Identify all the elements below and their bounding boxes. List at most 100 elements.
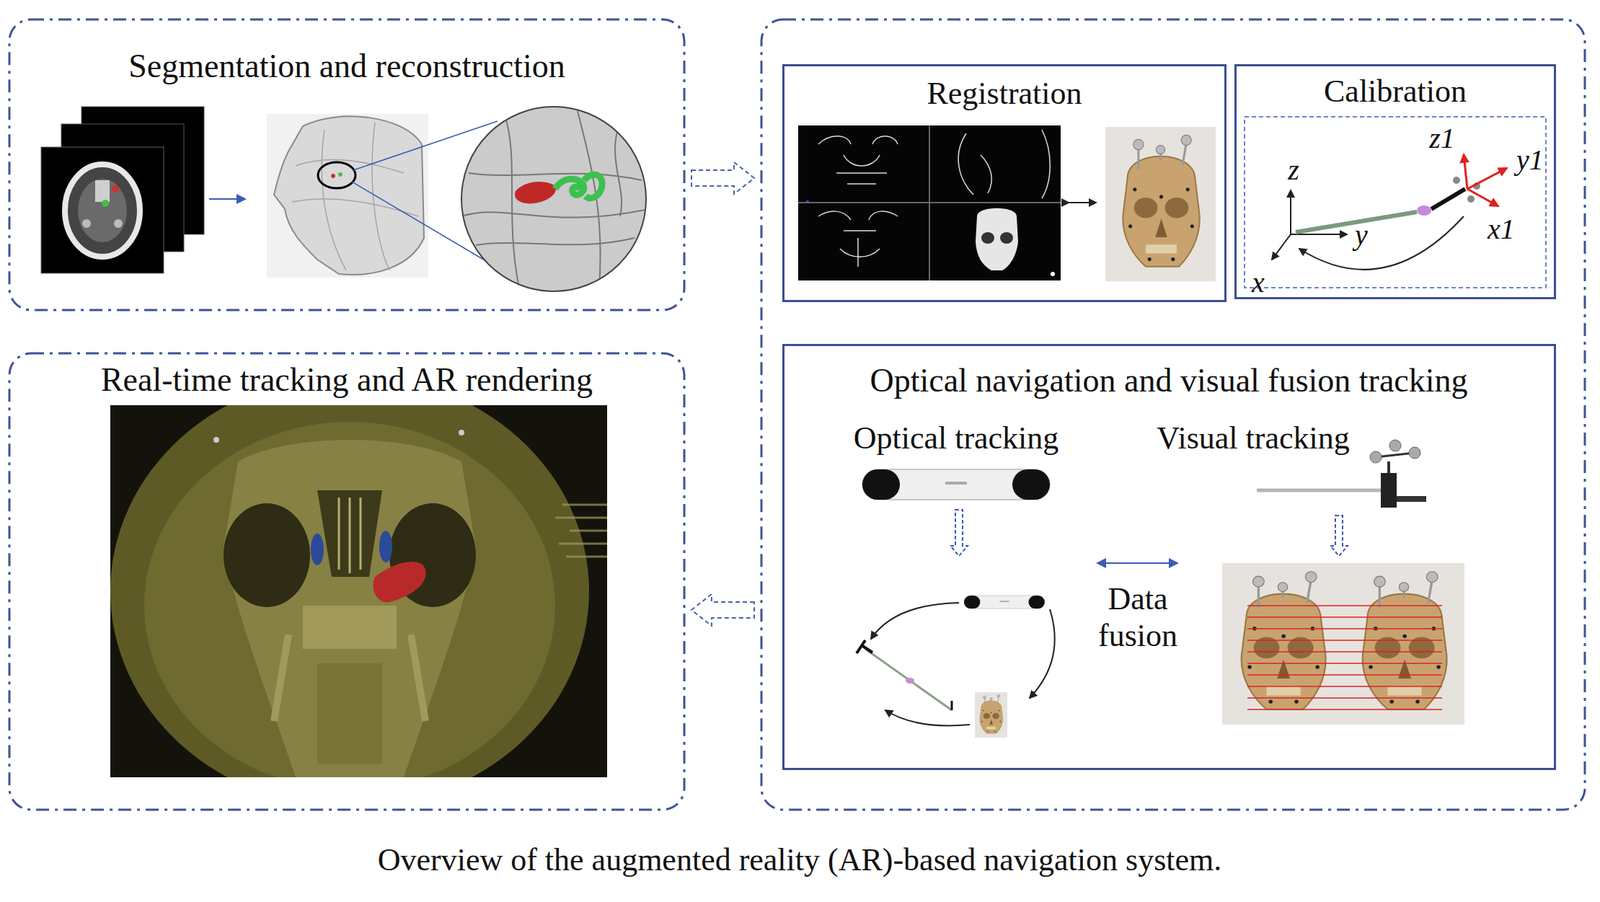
illustration-part: [310, 533, 324, 566]
illustration-part: [110, 405, 590, 778]
illustration-part: [317, 162, 356, 189]
skull-photo: [1105, 126, 1216, 282]
flow-arrow: [209, 198, 246, 200]
illustration-part: [458, 429, 465, 436]
illustration-part: [1029, 609, 1055, 698]
illustration-part: [555, 174, 603, 199]
illustration-part: [64, 164, 140, 257]
illustration-part: [569, 529, 608, 533]
down-arrow: [950, 509, 968, 556]
illustration-part: [975, 208, 1019, 271]
illustration-part: [964, 595, 1045, 609]
region-outline: [759, 18, 1587, 812]
illustration-part: [302, 605, 397, 649]
region-border: [9, 353, 685, 810]
illustration-part: [1247, 685, 1443, 687]
illustration-part: [223, 503, 311, 608]
illustration-part: [558, 542, 608, 546]
illustration-part: [1380, 473, 1397, 508]
stage-region: Real-time tracking and AR rendering: [7, 351, 686, 812]
illustration-part: [1463, 154, 1468, 189]
illustration-part: [1247, 616, 1443, 618]
axis-label: y1: [1516, 143, 1544, 177]
step-box: Registration: [782, 64, 1227, 303]
illustration-part: [1247, 708, 1443, 710]
axis-label: z: [1287, 153, 1300, 187]
sub-heading: Optical tracking: [853, 420, 1060, 458]
fusion-arrow: [1097, 562, 1178, 564]
illustration-part: [1247, 639, 1443, 641]
illustration-part: [1389, 439, 1401, 452]
sub-heading: Visual tracking: [1156, 420, 1350, 458]
axis-label: x: [1251, 266, 1265, 300]
illustration-part: [1387, 461, 1391, 474]
illustration-part: [1416, 205, 1432, 216]
illustration-part: [885, 710, 970, 726]
illustration-part: [1396, 496, 1427, 502]
illustration-part: [77, 178, 127, 243]
illustration-part: [1467, 168, 1507, 189]
illustration-part: [798, 125, 1061, 281]
region-outline: [7, 351, 686, 812]
illustration-part: [1050, 271, 1055, 277]
illustration-part: [82, 219, 91, 228]
illustration-part: [1244, 116, 1546, 288]
illustration-part: [373, 561, 427, 603]
illustration-part: [958, 129, 1050, 199]
illustration-part: [110, 405, 608, 778]
stereo-pair: [1222, 563, 1465, 725]
illustration-part: [1247, 628, 1443, 629]
illustration-part: [1247, 662, 1443, 664]
illustration-part: [562, 504, 608, 507]
illustration-part: [818, 211, 898, 267]
illustration-part: [1408, 447, 1421, 459]
illustration-part: [461, 106, 647, 292]
heading: Registration: [926, 75, 1082, 113]
illustration-part: [951, 700, 954, 711]
registration-views: [798, 125, 1061, 281]
axis-label: z1: [1429, 121, 1456, 156]
heading: Real-time tracking and AR rendering: [100, 361, 593, 400]
illustration-part: [1467, 195, 1475, 203]
hollow-arrow: [691, 162, 755, 194]
illustration-part: [330, 173, 336, 179]
ar-view: [110, 374, 608, 808]
stage-region: Segmentation and reconstruction: [7, 18, 686, 312]
illustration-part: [514, 181, 556, 204]
illustration-part: [317, 490, 383, 577]
illustration-part: [974, 692, 1008, 738]
illustration-part: [1343, 563, 1465, 725]
illustration-part: [1000, 232, 1014, 244]
illustration-part: [555, 504, 608, 557]
zoom-circle: [461, 106, 649, 296]
step-box: Optical navigation and visual fusion tra…: [782, 343, 1557, 771]
illustration-part: [1247, 674, 1443, 675]
illustration-part: [273, 634, 426, 722]
sub-heading: Data fusion: [1076, 581, 1200, 654]
illustration-part: [292, 122, 419, 271]
illustration-part: [266, 113, 429, 278]
illustration-part: [461, 108, 649, 296]
illustration-part: [95, 180, 110, 202]
illustration-part: [379, 530, 393, 563]
illustration-part: [113, 219, 123, 228]
illustration-part: [338, 172, 343, 177]
illustration-part: [41, 147, 164, 274]
illustration-part: [871, 602, 959, 639]
ct-slices: [41, 106, 205, 274]
illustration-part: [905, 677, 915, 684]
illustration-part: [818, 136, 898, 184]
illustration-part: [223, 439, 476, 778]
match-arrow: [1068, 201, 1096, 204]
hollow-arrow: [691, 594, 755, 626]
illustration-part: [1222, 563, 1344, 725]
optical-tracker: [862, 469, 1050, 500]
caption: Overview of the augmented reality (AR)-b…: [377, 842, 1223, 879]
illustration-part: [338, 497, 361, 574]
illustration-part: [981, 232, 995, 244]
illustration-part: [1271, 234, 1291, 260]
axis-label: x1: [1487, 212, 1515, 246]
